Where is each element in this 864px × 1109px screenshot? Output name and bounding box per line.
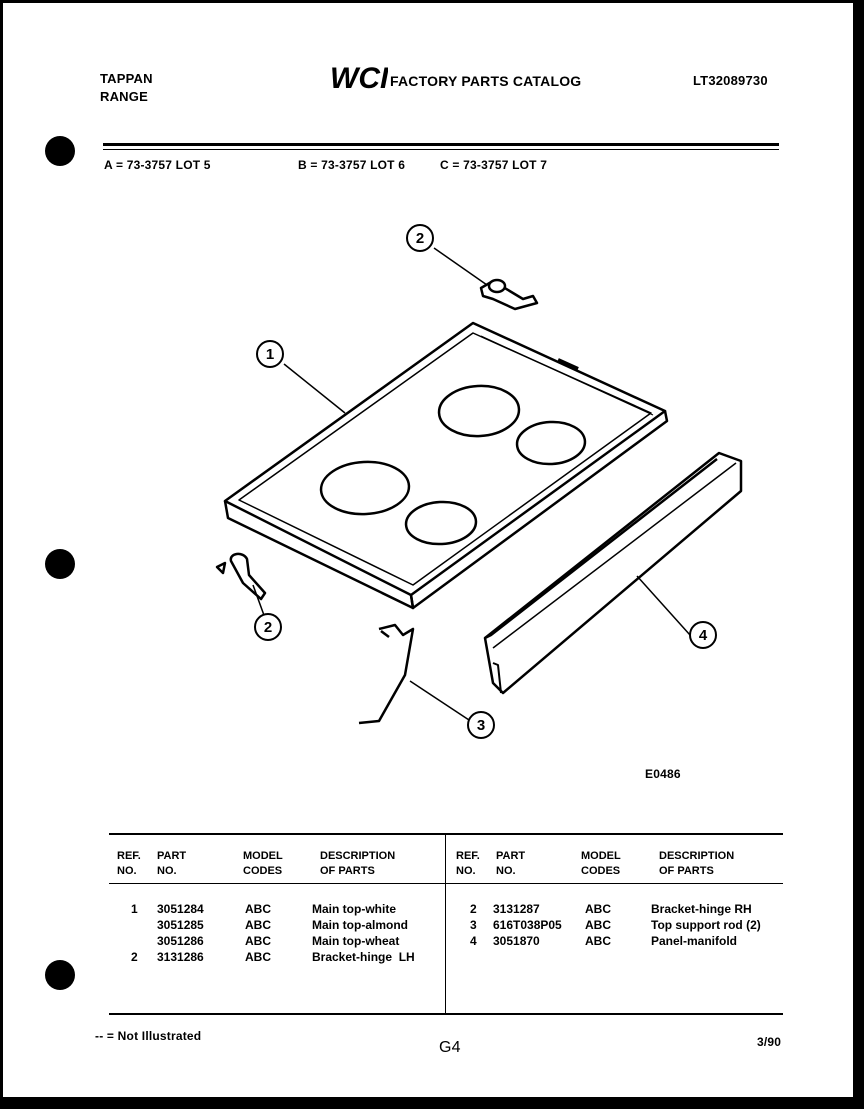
drawing-code: E0486 bbox=[645, 767, 681, 781]
catalog-title: FACTORY PARTS CATALOG bbox=[390, 73, 582, 89]
binder-hole-bottom bbox=[45, 960, 75, 990]
binder-hole-middle bbox=[45, 549, 75, 579]
header-rule-thin bbox=[103, 149, 779, 150]
table-bottom-rule bbox=[109, 1013, 783, 1015]
panel-manifold-part bbox=[483, 451, 743, 695]
binder-hole-top bbox=[45, 136, 75, 166]
row-description: Top support rod (2) bbox=[651, 918, 761, 932]
main-top-part bbox=[223, 321, 669, 610]
row-ref: 1 bbox=[131, 902, 138, 916]
row-description: Bracket-hinge RH bbox=[651, 902, 752, 916]
table-header-rule bbox=[109, 883, 783, 884]
row-model: ABC bbox=[585, 918, 611, 932]
row-model: ABC bbox=[585, 934, 611, 948]
right-ref-header: REF.NO. bbox=[456, 850, 480, 877]
row-description: Main top-white bbox=[312, 902, 396, 916]
svg-text:1: 1 bbox=[266, 346, 274, 363]
logo-text: WCI bbox=[330, 62, 388, 93]
callout-3: 3 bbox=[467, 711, 495, 739]
lot-c: C = 73-3757 LOT 7 bbox=[440, 158, 548, 172]
row-description: Main top-wheat bbox=[312, 934, 400, 948]
row-model: ABC bbox=[585, 902, 611, 916]
row-part-no: 616T038P05 bbox=[493, 918, 562, 932]
catalog-number: LT32089730 bbox=[693, 73, 768, 88]
row-part-no: 3131286 bbox=[157, 950, 204, 964]
svg-text:2: 2 bbox=[416, 230, 424, 247]
row-part-no: 3051870 bbox=[493, 934, 540, 948]
svg-text:3: 3 bbox=[477, 717, 485, 734]
row-ref: 2 bbox=[470, 902, 477, 916]
row-part-no: 3051286 bbox=[157, 934, 204, 948]
row-part-no: 3131287 bbox=[493, 902, 540, 916]
row-description: Bracket-hinge LH bbox=[312, 950, 415, 964]
row-model: ABC bbox=[245, 918, 271, 932]
row-model: ABC bbox=[245, 902, 271, 916]
lot-a: A = 73-3757 LOT 5 bbox=[104, 158, 211, 172]
callout-2-upper: 2 bbox=[406, 224, 434, 252]
exploded-view-diagram: 1 2 2 3 4 bbox=[215, 224, 743, 739]
row-part-no: 3051284 bbox=[157, 902, 204, 916]
wci-logo-icon: WCI bbox=[330, 62, 389, 95]
row-description: Panel-manifold bbox=[651, 934, 738, 948]
row-ref: 4 bbox=[470, 934, 477, 948]
svg-text:2: 2 bbox=[264, 619, 272, 636]
row-ref: 2 bbox=[131, 950, 138, 964]
support-rod-part bbox=[358, 623, 415, 725]
not-illustrated-note: -- = Not Illustrated bbox=[95, 1029, 202, 1043]
row-part-no: 3051285 bbox=[157, 918, 204, 932]
callout-2-lower: 2 bbox=[254, 613, 282, 641]
table-top-rule bbox=[109, 833, 783, 835]
row-ref: 3 bbox=[470, 918, 477, 932]
lot-b: B = 73-3757 LOT 6 bbox=[298, 158, 406, 172]
row-model: ABC bbox=[245, 934, 271, 948]
table-center-divider bbox=[445, 835, 446, 1013]
bracket-hinge-upper-part bbox=[479, 278, 539, 311]
brand-line-2: RANGE bbox=[100, 89, 148, 104]
page-code: G4 bbox=[439, 1039, 461, 1056]
bracket-hinge-lower-part bbox=[215, 552, 267, 601]
revision-date: 3/90 bbox=[757, 1035, 782, 1049]
left-ref-header: REF.NO. bbox=[117, 850, 141, 877]
svg-text:4: 4 bbox=[699, 627, 708, 644]
brand-line-1: TAPPAN bbox=[100, 71, 153, 86]
callout-4: 4 bbox=[689, 621, 717, 649]
catalog-page: TAPPAN RANGE WCI FACTORY PARTS CATALOG L… bbox=[3, 3, 853, 1097]
header-rule bbox=[103, 143, 779, 146]
row-model: ABC bbox=[245, 950, 271, 964]
wci-logo: WCI bbox=[328, 61, 389, 95]
callout-1: 1 bbox=[256, 340, 284, 368]
row-description: Main top-almond bbox=[312, 918, 408, 932]
